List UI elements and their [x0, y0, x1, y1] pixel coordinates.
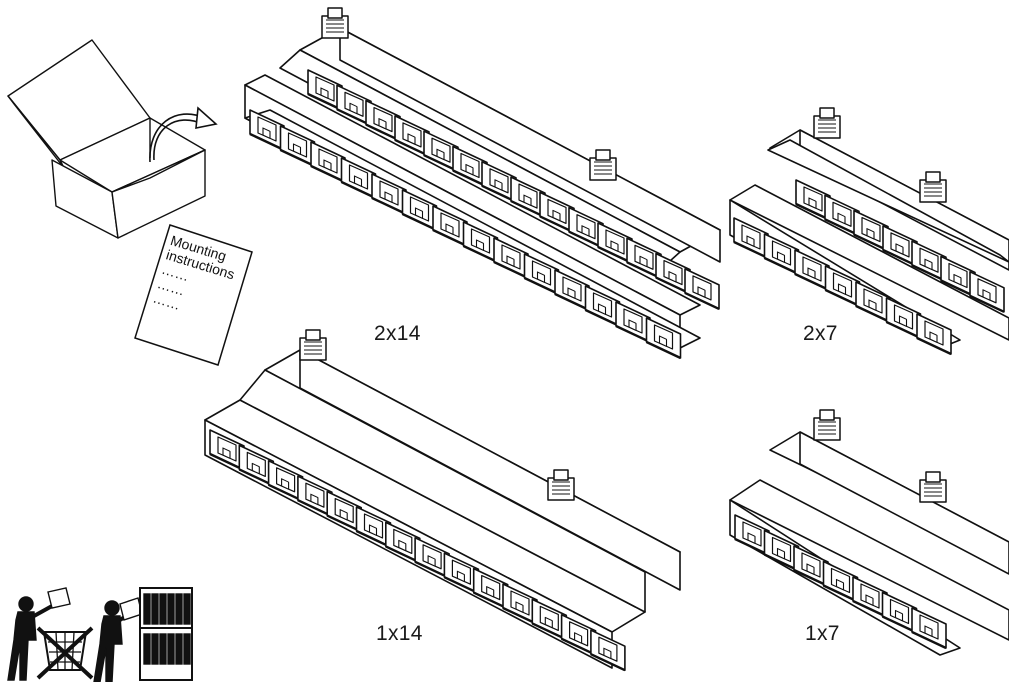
file-archive-icon: [93, 587, 193, 682]
binder-icon: [151, 633, 159, 665]
label-1x7: 1x7: [805, 622, 840, 645]
luminaire-1x14-drawing: [204, 329, 681, 672]
instruction-sheet-icon: [134, 224, 253, 366]
binder-icon: [175, 593, 183, 625]
open-box-icon: [7, 39, 206, 239]
arrow-icon: [149, 106, 218, 163]
label-2x14: 2x14: [374, 322, 421, 345]
label-2x7: 2x7: [803, 322, 838, 345]
binder-icon: [159, 633, 167, 665]
binder-icon: [143, 633, 151, 665]
binder-icon: [183, 593, 191, 625]
luminaire-2x7-drawing: [729, 107, 1009, 356]
binder-icon: [175, 633, 183, 665]
binder-icon: [159, 593, 167, 625]
binder-icon: [151, 593, 159, 625]
lens-cell: [915, 312, 953, 356]
recycle-disposal-icon: [7, 587, 94, 681]
binder-icon: [167, 633, 175, 665]
binder-icon: [167, 593, 175, 625]
luminaire-2x14-drawing: [244, 7, 721, 360]
binder-icon: [143, 593, 151, 625]
luminaire-1x7-drawing: [729, 409, 1009, 656]
binder-icon: [183, 633, 191, 665]
label-1x14: 1x14: [376, 622, 423, 645]
lens-cell: [885, 296, 922, 340]
